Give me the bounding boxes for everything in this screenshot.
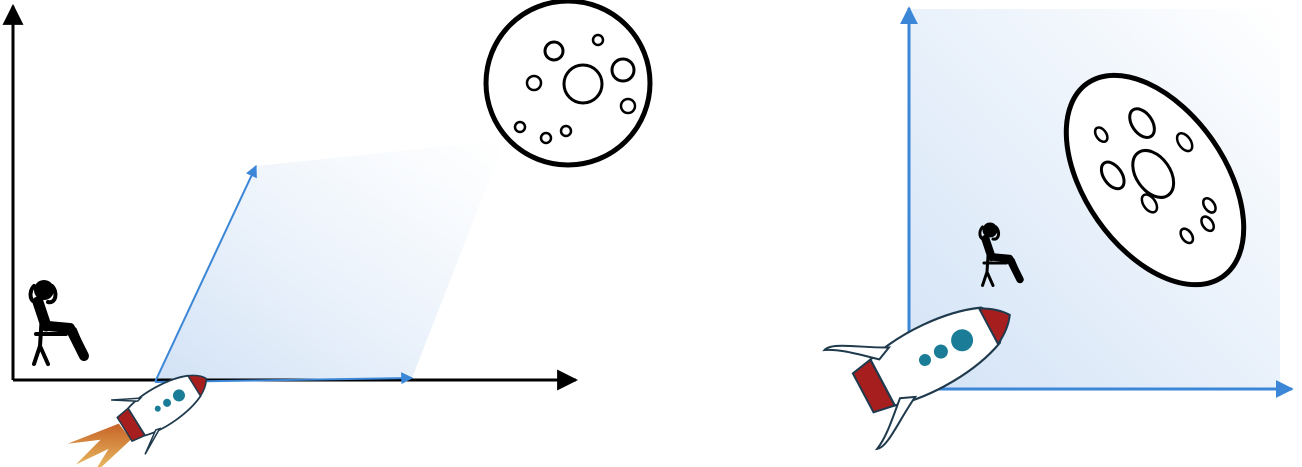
moon-icon-transformed [1063,72,1247,288]
right-panel [822,6,1294,451]
moon-icon [483,0,653,168]
rocket-icon-transformed [822,306,1011,451]
rocket-icon [67,374,207,467]
vector-up [154,164,257,383]
flame-icon [67,423,132,467]
left-panel [2,0,653,467]
person-sitting-icon [31,280,84,364]
span-parallelogram [155,140,505,382]
